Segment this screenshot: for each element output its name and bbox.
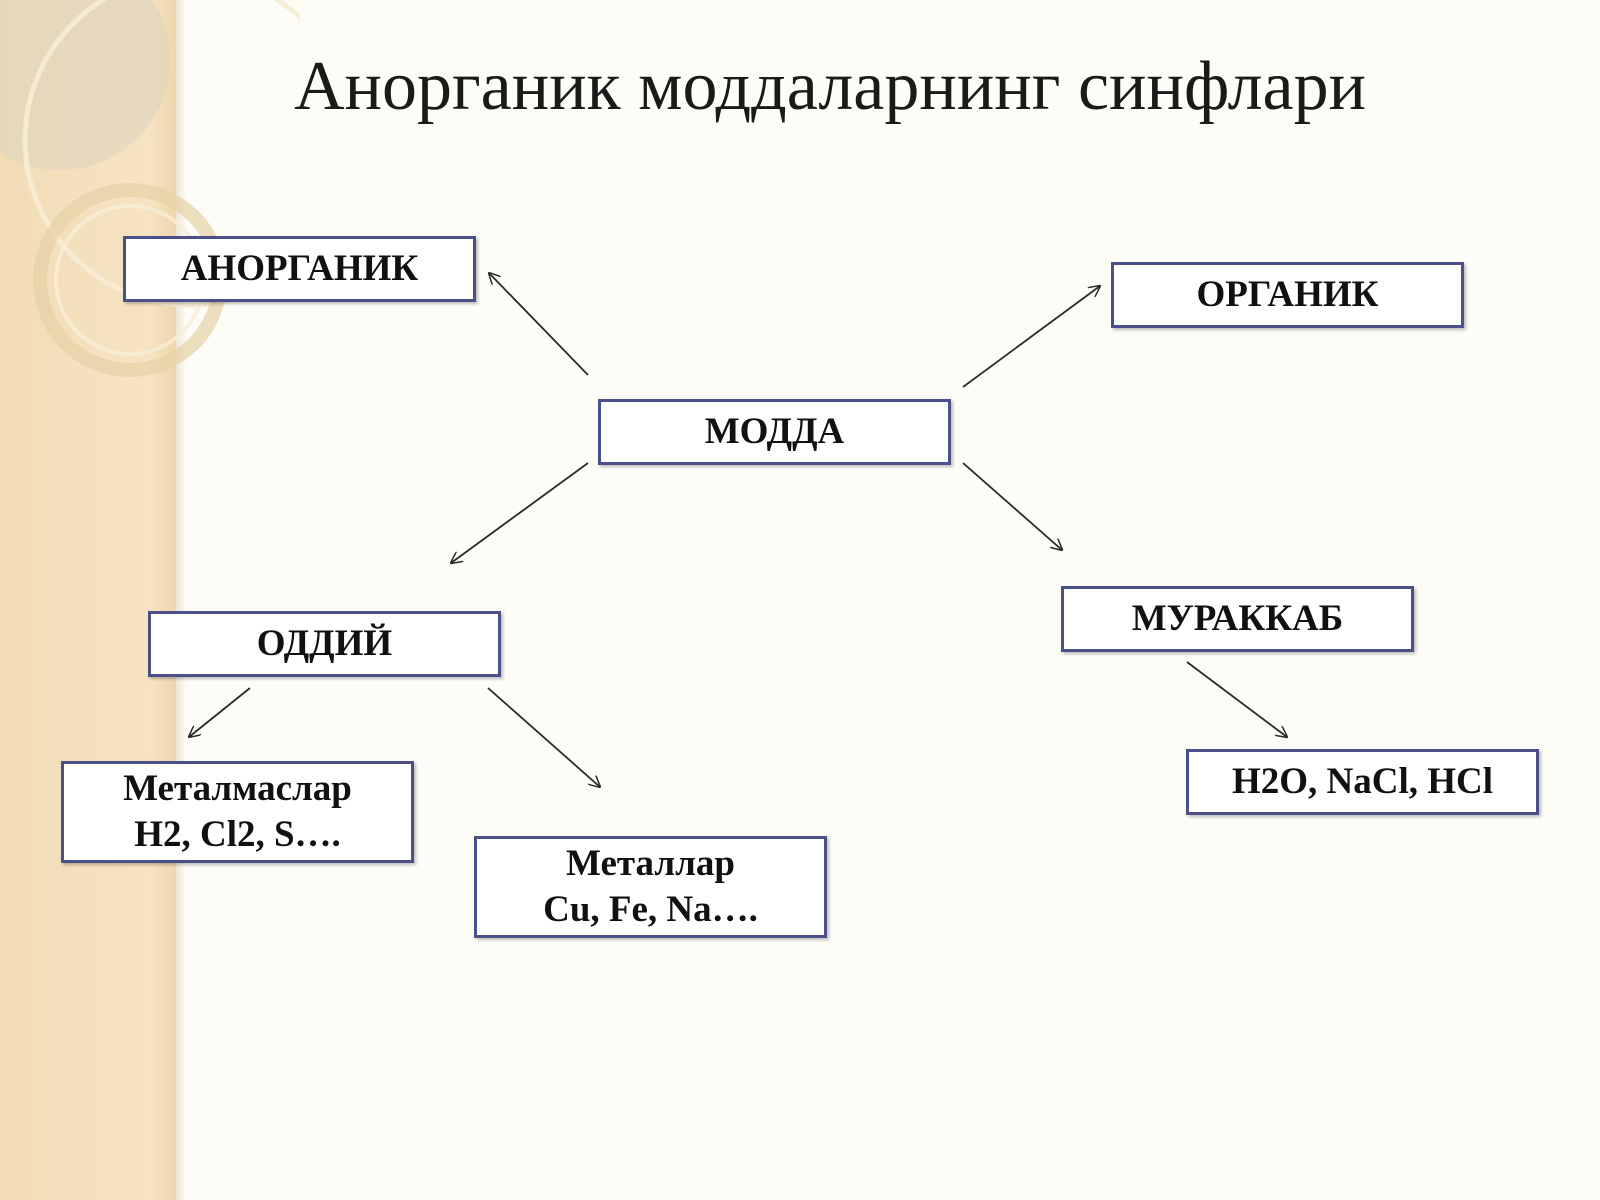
node-oddiy: ОДДИЙ bbox=[148, 611, 501, 677]
arrow-modda-to-organik bbox=[962, 286, 1100, 388]
node-murakkab-examples: H2O, NaCl, HCl bbox=[1186, 749, 1539, 815]
node-metallmaslar-label: Металмаслар bbox=[123, 767, 352, 809]
node-murakkab: МУРАККАБ bbox=[1061, 586, 1414, 652]
node-anorganik: АНОРГАНИК bbox=[123, 236, 476, 302]
node-organik: ОРГАНИК bbox=[1111, 262, 1464, 328]
page-title: Анорганик моддаларнинг синфлари bbox=[293, 48, 1367, 125]
node-modda-label: МОДДА bbox=[704, 410, 845, 452]
node-anorganik-label: АНОРГАНИК bbox=[180, 247, 419, 289]
node-metallmaslar-examples: H2, Cl2, S…. bbox=[134, 814, 341, 855]
side-band-shadow bbox=[176, 0, 186, 1200]
node-metallar-label: Металлар bbox=[566, 842, 735, 884]
arrow-modda-to-anorganik bbox=[489, 273, 589, 376]
node-metallmaslar: Металмаслар H2, Cl2, S…. bbox=[61, 761, 414, 863]
arrow-modda-to-murakkab bbox=[962, 462, 1062, 550]
arrow-oddiy-to-metallar bbox=[487, 687, 600, 787]
node-metallar-examples: Cu, Fe, Na…. bbox=[543, 889, 758, 930]
node-murakkab-examples-text: H2O, NaCl, HCl bbox=[1231, 760, 1494, 802]
arrow-oddiy-to-metallmaslar bbox=[189, 687, 251, 737]
node-oddiy-label: ОДДИЙ bbox=[256, 622, 393, 664]
node-organik-label: ОРГАНИК bbox=[1196, 273, 1379, 315]
node-murakkab-label: МУРАККАБ bbox=[1131, 597, 1344, 639]
arrow-murakkab-to-examples bbox=[1186, 661, 1287, 737]
node-modda: МОДДА bbox=[598, 399, 951, 465]
arrow-modda-to-oddiy bbox=[451, 462, 589, 563]
node-metallar: Металлар Cu, Fe, Na…. bbox=[474, 836, 827, 938]
